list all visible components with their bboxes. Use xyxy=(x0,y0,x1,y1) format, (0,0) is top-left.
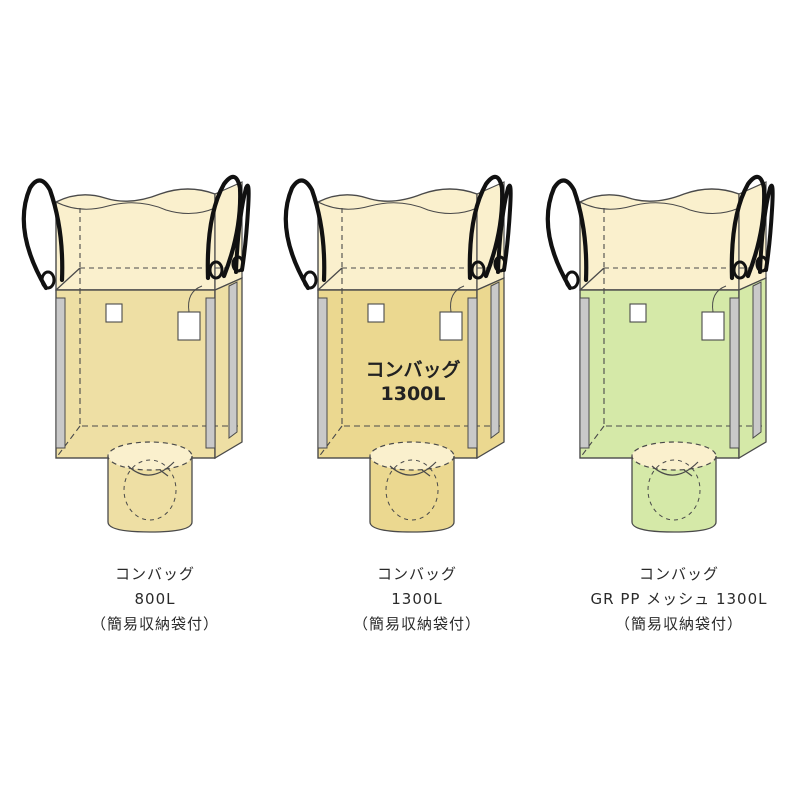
lift-loop-left xyxy=(545,178,589,291)
belt xyxy=(317,297,328,449)
bag-gr-pp-mesh-1300l-caption: コンバッグ GR PP メッシュ 1300L （簡易収納袋付） xyxy=(548,562,800,637)
discharge-spout xyxy=(631,456,717,533)
overlay-capacity: 1300L xyxy=(380,383,446,405)
caption-capacity: 800L xyxy=(134,590,176,608)
top-skirt xyxy=(55,188,216,291)
caption-product-name: コンバッグ xyxy=(638,565,719,583)
overlay-product-name: コンバッグ xyxy=(365,359,461,381)
caption-product-name: コンバッグ xyxy=(376,565,457,583)
lift-loop-right-back xyxy=(234,183,251,274)
top-skirt xyxy=(579,188,740,291)
caption-note: （簡易収納袋付） xyxy=(90,615,219,633)
caption-product-name: コンバッグ xyxy=(114,565,195,583)
bag-1300l-illustration xyxy=(272,160,534,550)
caption-note: （簡易収納袋付） xyxy=(352,615,481,633)
belt xyxy=(467,297,478,449)
belt xyxy=(205,297,216,449)
top-skirt xyxy=(317,188,478,291)
belt xyxy=(752,281,762,439)
bag-800l-illustration xyxy=(10,160,272,550)
tag xyxy=(701,311,725,341)
lift-loop-right-front xyxy=(205,174,243,281)
bag-800l-caption: コンバッグ 800L （簡易収納袋付） xyxy=(24,562,286,637)
belt xyxy=(729,297,740,449)
lift-loop-left xyxy=(21,178,65,291)
tag xyxy=(367,303,385,323)
discharge-spout xyxy=(369,456,455,533)
caption-capacity: 1300L xyxy=(391,590,443,608)
belt xyxy=(579,297,590,449)
belt xyxy=(228,281,238,439)
tag xyxy=(105,303,123,323)
tag xyxy=(439,311,463,341)
belt xyxy=(55,297,66,449)
lift-loop-right-back xyxy=(758,183,775,274)
discharge-spout xyxy=(107,456,193,533)
lift-loop-right-front xyxy=(467,174,505,281)
caption-capacity: GR PP メッシュ 1300L xyxy=(590,590,768,608)
tag xyxy=(177,311,201,341)
tag xyxy=(629,303,647,323)
bag-1300l-overlay-label: コンバッグ 1300L xyxy=(282,358,544,406)
lift-loop-left xyxy=(283,178,327,291)
lift-loop-right-back xyxy=(496,183,513,274)
bag-1300l-caption: コンバッグ 1300L （簡易収納袋付） xyxy=(286,562,548,637)
bag-gr-pp-mesh-1300l-illustration xyxy=(534,160,796,550)
belt xyxy=(490,281,500,439)
lift-loop-right-front xyxy=(729,174,767,281)
caption-note: （簡易収納袋付） xyxy=(614,615,743,633)
